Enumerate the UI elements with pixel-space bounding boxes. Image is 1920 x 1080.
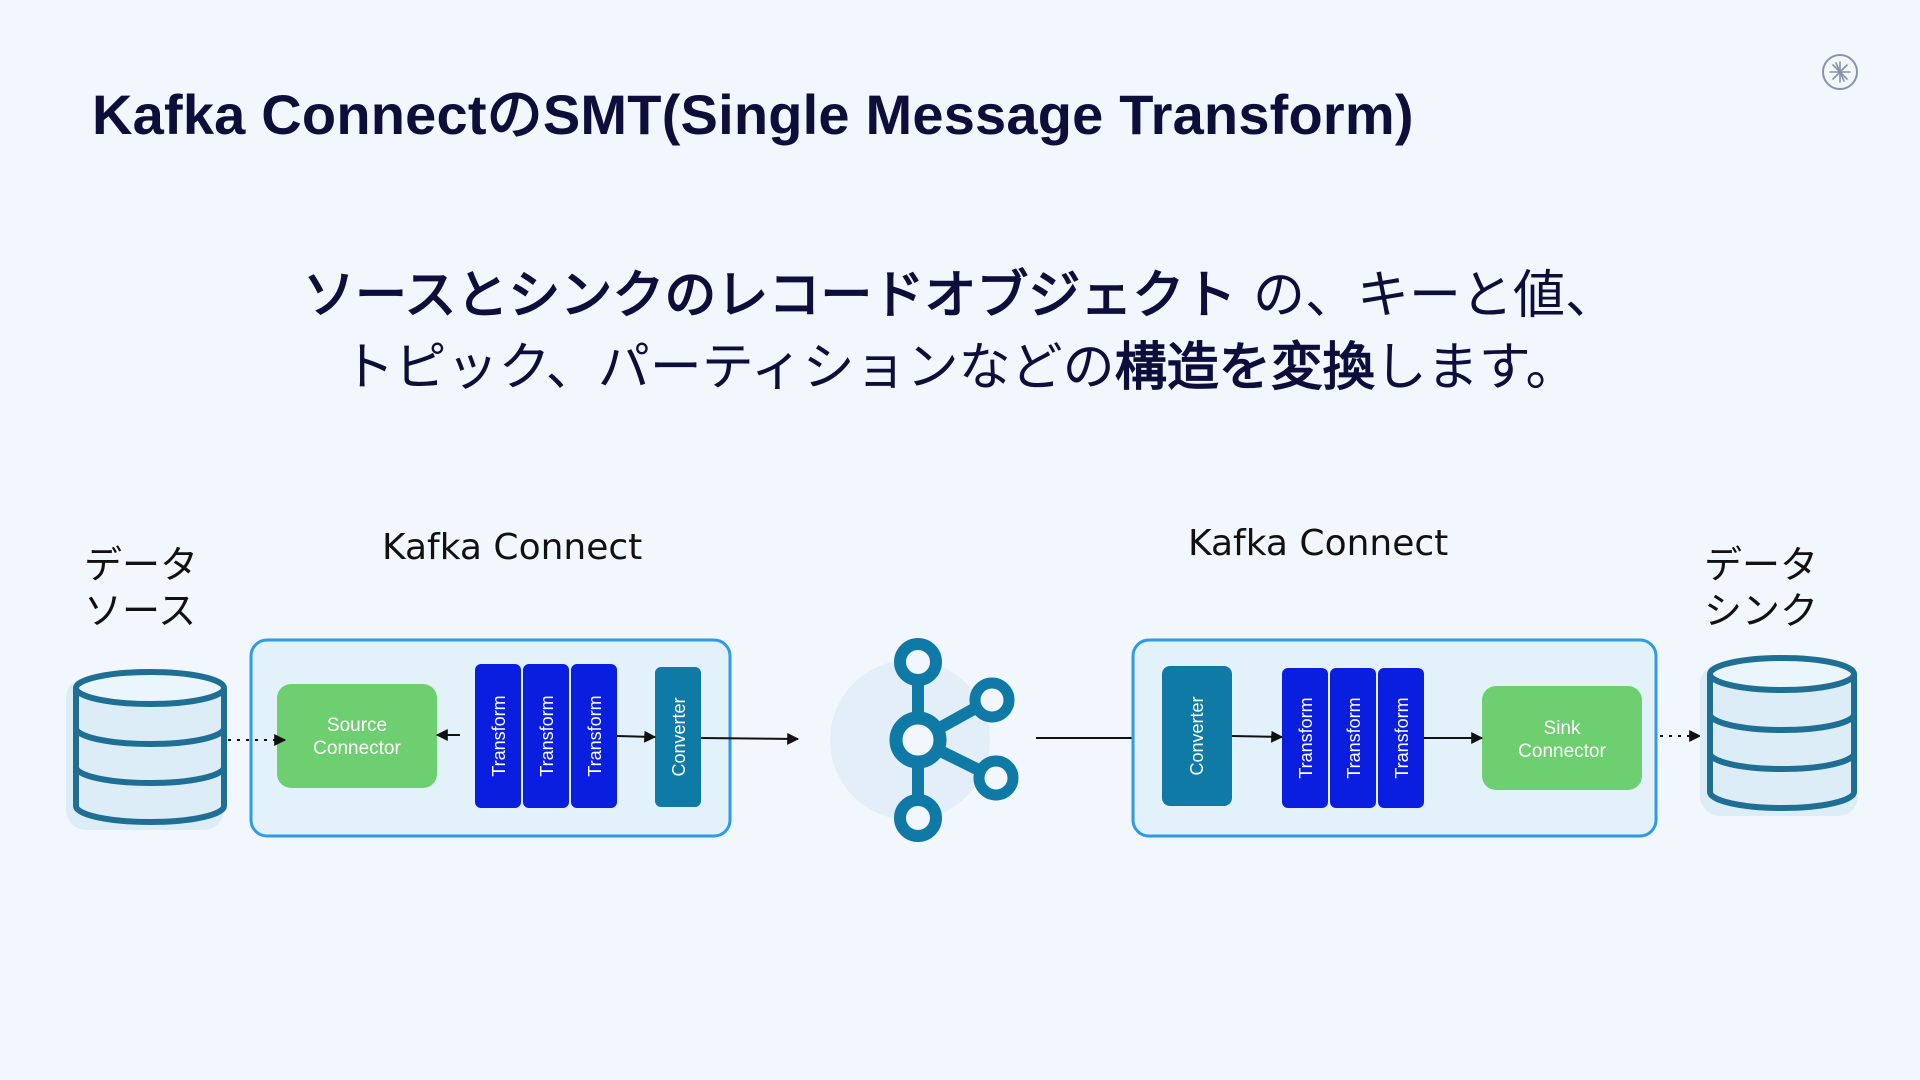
slide-title: Kafka ConnectのSMT(Single Message Transfo… — [92, 83, 1414, 146]
data-sink-label: データ シンク — [1704, 542, 1818, 634]
confluent-logo-icon — [1822, 54, 1858, 90]
data-sink-label-line1: データ — [1704, 543, 1819, 587]
left-transform-stack: Transform Transform Transform — [475, 664, 617, 808]
slide-subtitle: ソースとシンクのレコードオブジェクト の、キーと値、 トピック、パーティションな… — [0, 260, 1920, 404]
subtitle-line-1: ソースとシンクのレコードオブジェクト の、キーと値、 — [0, 260, 1920, 332]
data-source-label: データ ソース — [84, 542, 198, 634]
sink-connector-label-2: Connector — [1518, 741, 1606, 762]
data-source-label-line2: ソース — [84, 589, 197, 633]
subtitle-text-1: の、キーと値、 — [1236, 266, 1617, 326]
right-transform-label-3: Transform — [1392, 697, 1412, 778]
right-transform-stack: Transform Transform Transform — [1282, 668, 1424, 808]
right-transform-label-2: Transform — [1344, 697, 1364, 778]
left-transform-label-3: Transform — [585, 695, 605, 776]
right-transform-2 — [1330, 668, 1376, 808]
sink-connector-label-1: Sink — [1544, 718, 1581, 739]
arrow-transform-to-converter — [616, 730, 657, 743]
data-sink-label-line2: シンク — [1704, 589, 1819, 633]
subtitle-text-2: トピック、パーティションなどの — [342, 338, 1115, 398]
subtitle-emphasis-2: 構造を変換 — [1114, 338, 1375, 398]
left-transform-1 — [475, 664, 521, 808]
source-connector-box — [277, 684, 437, 788]
left-transform-3 — [571, 664, 617, 808]
subtitle-line-2: トピック、パーティションなどの構造を変換します。 — [0, 332, 1920, 404]
left-transform-label-1: Transform — [489, 695, 509, 776]
right-kafka-connect-label: Kafka Connect — [1188, 523, 1449, 564]
right-transform-label-1: Transform — [1296, 697, 1316, 778]
data-source-label-line1: データ — [84, 543, 199, 587]
right-transform-1 — [1282, 668, 1328, 808]
arrow-converter-to-transform — [1231, 730, 1284, 743]
right-transform-3 — [1378, 668, 1424, 808]
left-converter-label: Converter — [669, 697, 689, 776]
source-database-icon — [66, 669, 227, 830]
kafka-logo-icon — [830, 638, 1019, 842]
left-kafka-connect-label: Kafka Connect — [382, 527, 643, 568]
subtitle-emphasis-1: ソースとシンクのレコードオブジェクト — [303, 266, 1237, 326]
left-transform-label-2: Transform — [537, 695, 557, 776]
left-converter-box — [655, 667, 701, 807]
subtitle-text-3: します。 — [1374, 338, 1578, 398]
sink-connector-box — [1482, 686, 1642, 790]
source-connector-label-2: Connector — [313, 738, 401, 759]
right-converter-box — [1162, 666, 1232, 806]
sink-database-icon — [1700, 655, 1858, 816]
arrow-converter-to-kafka — [700, 732, 800, 745]
source-connector-label-1: Source — [327, 715, 387, 736]
left-transform-2 — [523, 664, 569, 808]
right-converter-label: Converter — [1187, 696, 1207, 775]
